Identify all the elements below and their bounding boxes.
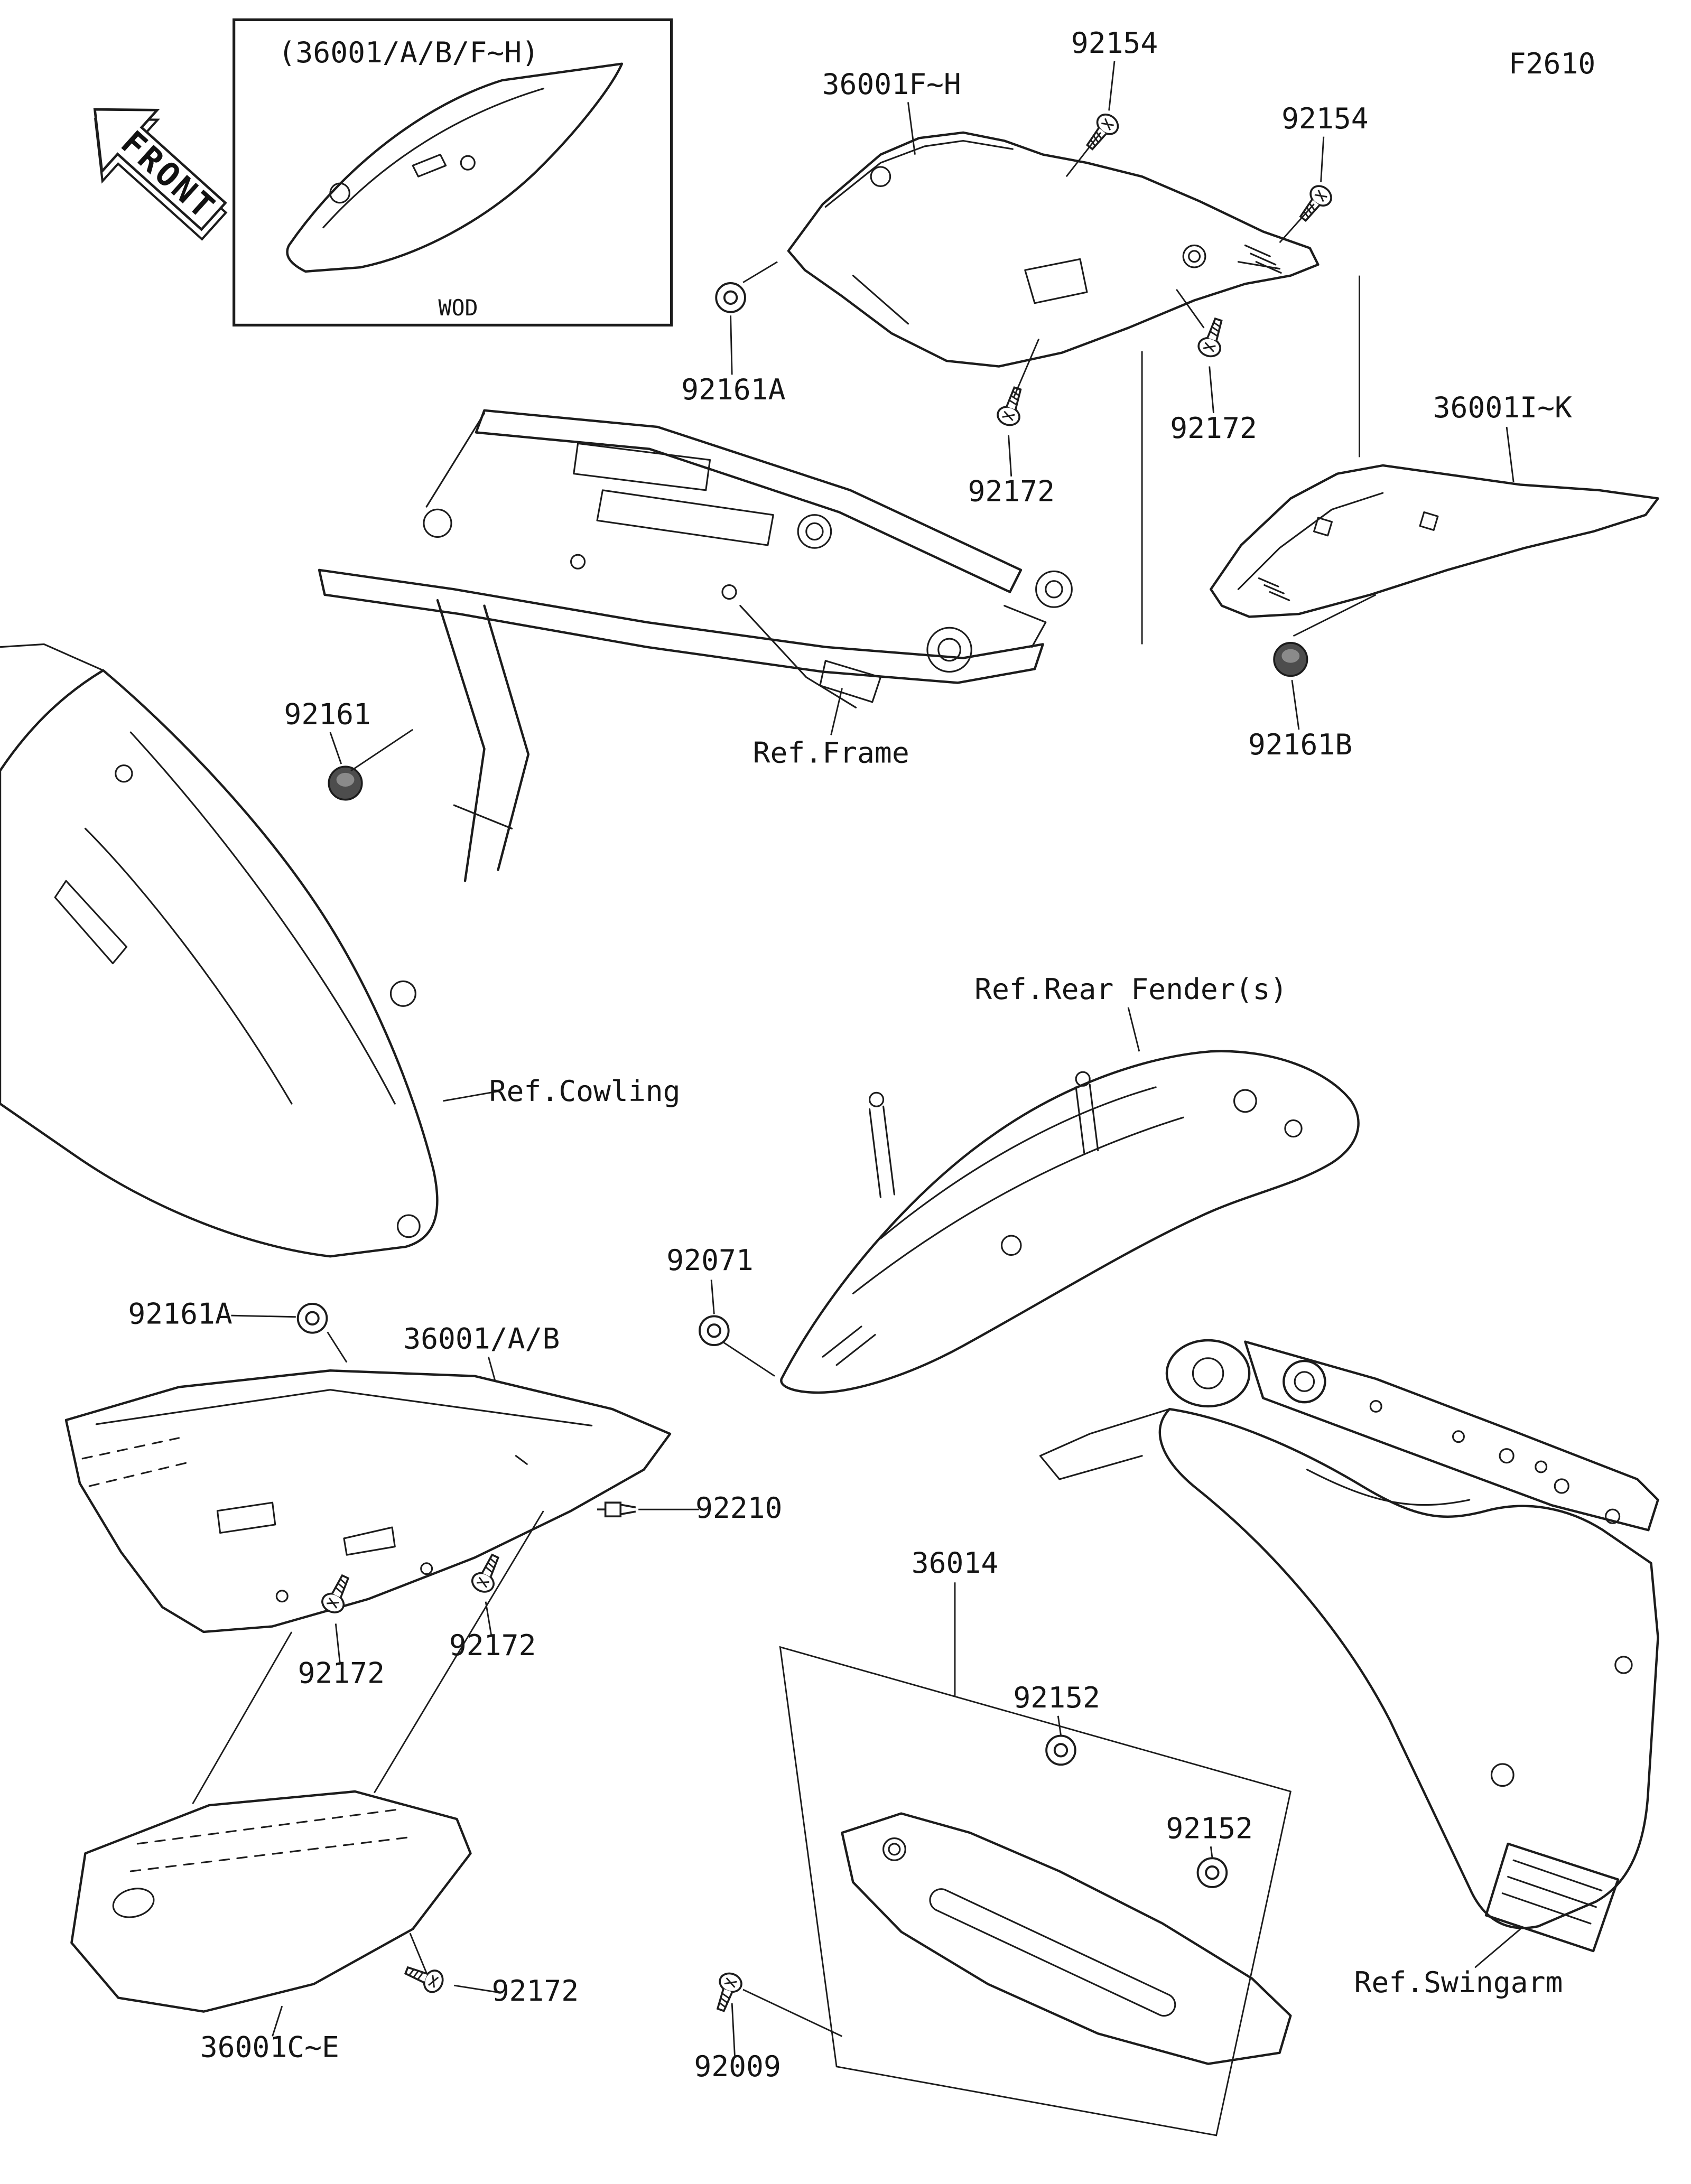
part-label-92161b: 92161B: [1248, 727, 1352, 761]
frame-drawing: [318, 409, 1073, 882]
callout-92172-top: 92172: [968, 435, 1055, 508]
callout-92154-b: 92154: [1281, 101, 1369, 182]
callout-92210: 92210: [638, 1491, 782, 1525]
part-label-92172-top: 92172: [968, 474, 1055, 508]
inset-reference-box: (36001/A/B/F~H) WOD: [233, 18, 673, 327]
callout-92161: 92161: [284, 697, 371, 764]
part-label-92071: 92071: [666, 1243, 754, 1277]
inset-caption: (36001/A/B/F~H): [278, 35, 540, 69]
rear-fender-drawing: [780, 1050, 1360, 1394]
association-lines: [327, 132, 1377, 2037]
callout-92161b: 92161B: [1248, 679, 1352, 761]
callout-ref-swingarm: Ref.Swingarm: [1354, 1928, 1563, 1999]
callout-92071: 92071: [666, 1243, 754, 1314]
callout-92161a-top: 92161A: [681, 315, 786, 406]
figure-code: F2610: [1509, 46, 1596, 80]
callout-92172-upper: 92172: [1170, 366, 1257, 445]
part-label-36001fh: 36001F~H: [822, 67, 961, 101]
callout-ref-cowling: Ref.Cowling: [443, 1074, 681, 1108]
part-label-92154-b: 92154: [1281, 101, 1369, 135]
clip-92210: [596, 1501, 637, 1518]
callout-36001ce: 36001C~E: [200, 2005, 339, 2064]
part-label-92009: 92009: [694, 2049, 781, 2083]
part-label-92210: 92210: [695, 1491, 783, 1525]
callout-92154-a: 92154: [1071, 26, 1158, 111]
callout-92152-b: 92152: [1166, 1812, 1253, 1858]
callout-92152-a: 92152: [1013, 1681, 1100, 1735]
callout-ref-rear-fender: Ref.Rear Fender(s): [974, 972, 1287, 1052]
grommet-92161a-top: [715, 282, 746, 313]
callout-92161a-mid: 92161A: [128, 1297, 296, 1331]
inset-watermark: WOD: [438, 295, 478, 321]
part-label-92172-upper: 92172: [1170, 411, 1257, 445]
cowling-drawing: [0, 643, 439, 1258]
ref-label-frame: Ref.Frame: [753, 735, 909, 769]
part-label-36001ik: 36001I~K: [1433, 390, 1572, 424]
part-label-92152-b: 92152: [1166, 1812, 1253, 1845]
screw-92009: [709, 1970, 745, 2015]
ref-label-swingarm: Ref.Swingarm: [1354, 1965, 1563, 1999]
inset-side-cover-drawing: [286, 62, 624, 273]
part-label-92152-a: 92152: [1013, 1681, 1100, 1714]
front-direction-arrow: FRONT: [93, 108, 228, 241]
swingarm-drawing: [1039, 1339, 1659, 1953]
callout-92172-left-a: 92172: [298, 1623, 385, 1690]
callout-92172-left-b: 92172: [449, 1601, 536, 1662]
callout-92172-bottom: 92172: [454, 1974, 579, 2008]
screw-92154-a: [1080, 109, 1123, 155]
part-label-92172-bottom: 92172: [492, 1974, 579, 2008]
part-label-92154-a: 92154: [1071, 26, 1158, 60]
grommet-92152-a: [1045, 1734, 1076, 1766]
part-label-36001ab: 36001/A/B: [403, 1322, 560, 1356]
part-label-92172-left-a: 92172: [298, 1656, 385, 1690]
ref-label-cowling: Ref.Cowling: [489, 1074, 681, 1108]
screw-92172-top: [994, 384, 1029, 429]
callout-36001fh: 36001F~H: [822, 67, 961, 155]
damper-92161b: [1273, 642, 1308, 677]
damper-92161: [328, 766, 363, 801]
grommet-92152-b: [1196, 1857, 1228, 1888]
part-label-92161: 92161: [284, 697, 371, 731]
chain-cover-36014-drawing: [779, 1646, 1292, 2136]
grommet-92071: [699, 1315, 730, 1347]
screw-92172-left-a: [318, 1571, 356, 1617]
part-label-92161a-top: 92161A: [681, 372, 785, 406]
alignment-lines-top: [1141, 275, 1360, 645]
callout-36014: 36014: [912, 1546, 999, 1697]
part-label-92161a-mid: 92161A: [128, 1297, 232, 1331]
part-label-36014: 36014: [912, 1546, 999, 1580]
part-label-92172-left-b: 92172: [449, 1628, 536, 1662]
ref-label-rear-fender: Ref.Rear Fender(s): [974, 972, 1287, 1006]
callout-36001ab: 36001/A/B: [403, 1322, 560, 1382]
side-cover-36001ce-drawing: [70, 1510, 544, 2013]
part-label-36001ce: 36001C~E: [200, 2030, 339, 2064]
grommet-92161a-mid: [296, 1303, 328, 1334]
callout-ref-frame: Ref.Frame: [753, 688, 909, 769]
callout-36001ik: 36001I~K: [1433, 390, 1572, 482]
side-cover-36001fh-drawing: [787, 131, 1320, 368]
side-cover-36001ik-drawing: [1210, 464, 1659, 618]
side-cover-36001ab-drawing: [64, 1369, 672, 1634]
callout-92009: 92009: [694, 2003, 781, 2083]
